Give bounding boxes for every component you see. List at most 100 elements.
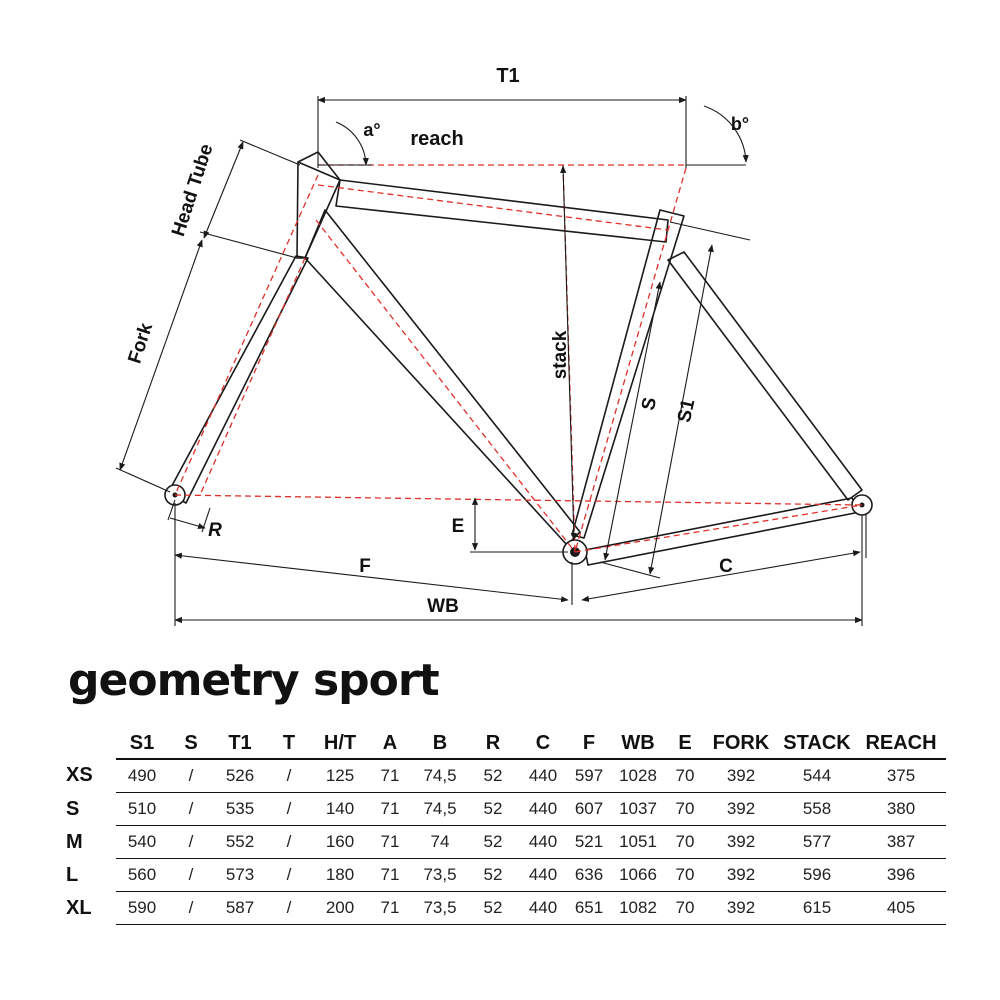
- label-t1: T1: [496, 65, 519, 87]
- table-cell: 392: [704, 858, 778, 892]
- table-header-cell: A: [368, 728, 412, 760]
- table-cell: 375: [856, 759, 946, 793]
- label-wb: WB: [427, 596, 459, 617]
- stack-dimension: [560, 165, 577, 541]
- label-reach: reach: [410, 128, 463, 150]
- chain-stay-outline: [584, 497, 861, 566]
- table-cell: 405: [856, 891, 946, 925]
- table-cell: 73,5: [412, 858, 468, 892]
- table-cell: 440: [518, 792, 568, 826]
- label-r: R: [208, 520, 222, 541]
- row-size-label: L: [66, 863, 79, 886]
- table-header-cell: E: [666, 728, 704, 760]
- table-cell: 544: [778, 759, 856, 793]
- head-tube-dimension: [203, 141, 244, 239]
- table-cell: 380: [856, 792, 946, 826]
- table-row: S 510 / 535 / 140 71 74,5 52 440 607 103…: [66, 792, 946, 826]
- centerline-down-tube: [315, 219, 576, 553]
- s1-dimension: [648, 244, 714, 575]
- table-cell: 440: [518, 858, 568, 892]
- label-s1: S1: [674, 397, 699, 425]
- table-cell: 615: [778, 891, 856, 925]
- table-cell: 440: [518, 891, 568, 925]
- table-cell: 596: [778, 858, 856, 892]
- table-cell: 74,5: [412, 792, 468, 826]
- table-cell: 73,5: [412, 891, 468, 925]
- label-c: C: [719, 556, 733, 577]
- table-cell: /: [168, 759, 214, 793]
- down-tube-outline: [304, 209, 581, 546]
- table-cell: 607: [568, 792, 610, 826]
- table-cell: 70: [666, 825, 704, 859]
- fork-outline: [167, 255, 309, 504]
- table-header-cell: B: [412, 728, 468, 760]
- table-cell: 526: [214, 759, 266, 793]
- table-header-cell: T: [266, 728, 312, 760]
- label-e: E: [452, 516, 465, 537]
- table-header-cell: S1: [116, 728, 168, 760]
- top-tube-outline: [335, 179, 669, 243]
- table-cell: 70: [666, 858, 704, 892]
- angle-b-arc: [703, 105, 749, 163]
- table-cell: 71: [368, 792, 412, 826]
- table-cell: 510: [116, 792, 168, 826]
- head-tube-ext-bottom: [199, 231, 298, 259]
- table-cell: 71: [368, 891, 412, 925]
- page-title: geometry sport: [68, 655, 440, 706]
- table-header-cell: T1: [214, 728, 266, 760]
- label-stack: stack: [550, 330, 571, 379]
- label-angle-b: b°: [731, 114, 749, 134]
- table-header-row: S1 S T1 T H/T A B R C F WB E FORK STACK …: [66, 728, 946, 760]
- table-header-cell: FORK: [704, 728, 778, 760]
- row-size-label: XS: [66, 764, 93, 787]
- label-head-tube: Head Tube: [168, 142, 218, 240]
- table-cell: 558: [778, 792, 856, 826]
- row-size-label: M: [66, 830, 83, 853]
- table-cell: 597: [568, 759, 610, 793]
- table-cell: 392: [704, 759, 778, 793]
- r-dimension: [169, 517, 206, 530]
- table-header-size: [66, 728, 116, 759]
- table-row: M 540 / 552 / 160 71 74 52 440 521 1051 …: [66, 825, 946, 859]
- table-cell: 180: [312, 858, 368, 892]
- table-row: XL 590 / 587 / 200 71 73,5 52 440 651 10…: [66, 891, 946, 925]
- table-cell: 70: [666, 792, 704, 826]
- table-cell: 590: [116, 891, 168, 925]
- table-cell: 52: [468, 858, 518, 892]
- table-cell: 74,5: [412, 759, 468, 793]
- table-cell: 200: [312, 891, 368, 925]
- table-cell: 1028: [610, 759, 666, 793]
- head-tube-outline: [296, 161, 341, 259]
- head-tube-ext-top: [239, 139, 301, 166]
- table-header-cell: H/T: [312, 728, 368, 760]
- head-tube-top: [297, 151, 341, 181]
- table-cell: 1051: [610, 825, 666, 859]
- centerline-chain-stay: [574, 504, 863, 553]
- table-cell: 125: [312, 759, 368, 793]
- table-cell: 636: [568, 858, 610, 892]
- table-row: L 560 / 573 / 180 71 73,5 52 440 636 106…: [66, 858, 946, 892]
- table-cell: 392: [704, 891, 778, 925]
- centerline-fork: [174, 174, 319, 496]
- table-cell: 74: [412, 825, 468, 859]
- table-row: XS 490 / 526 / 125 71 74,5 52 440 597 10…: [66, 759, 946, 793]
- row-size-label: S: [66, 797, 80, 820]
- seat-tube-ext-top: [669, 221, 751, 241]
- dimension-lines: [115, 96, 867, 626]
- c-dimension: [581, 550, 861, 602]
- table-cell: 1037: [610, 792, 666, 826]
- table-cell: 1082: [610, 891, 666, 925]
- table-cell: /: [168, 825, 214, 859]
- table-cell: 552: [214, 825, 266, 859]
- label-f: F: [359, 556, 371, 577]
- f-dimension: [174, 552, 569, 603]
- table-cell: 396: [856, 858, 946, 892]
- table-cell: 440: [518, 759, 568, 793]
- table-cell: /: [266, 759, 312, 793]
- table-cell: 440: [518, 825, 568, 859]
- table-cell: 535: [214, 792, 266, 826]
- angle-a-arc: [335, 121, 369, 166]
- table-cell: 52: [468, 825, 518, 859]
- frame-centerlines: [174, 164, 863, 553]
- r-ext-2: [201, 507, 211, 533]
